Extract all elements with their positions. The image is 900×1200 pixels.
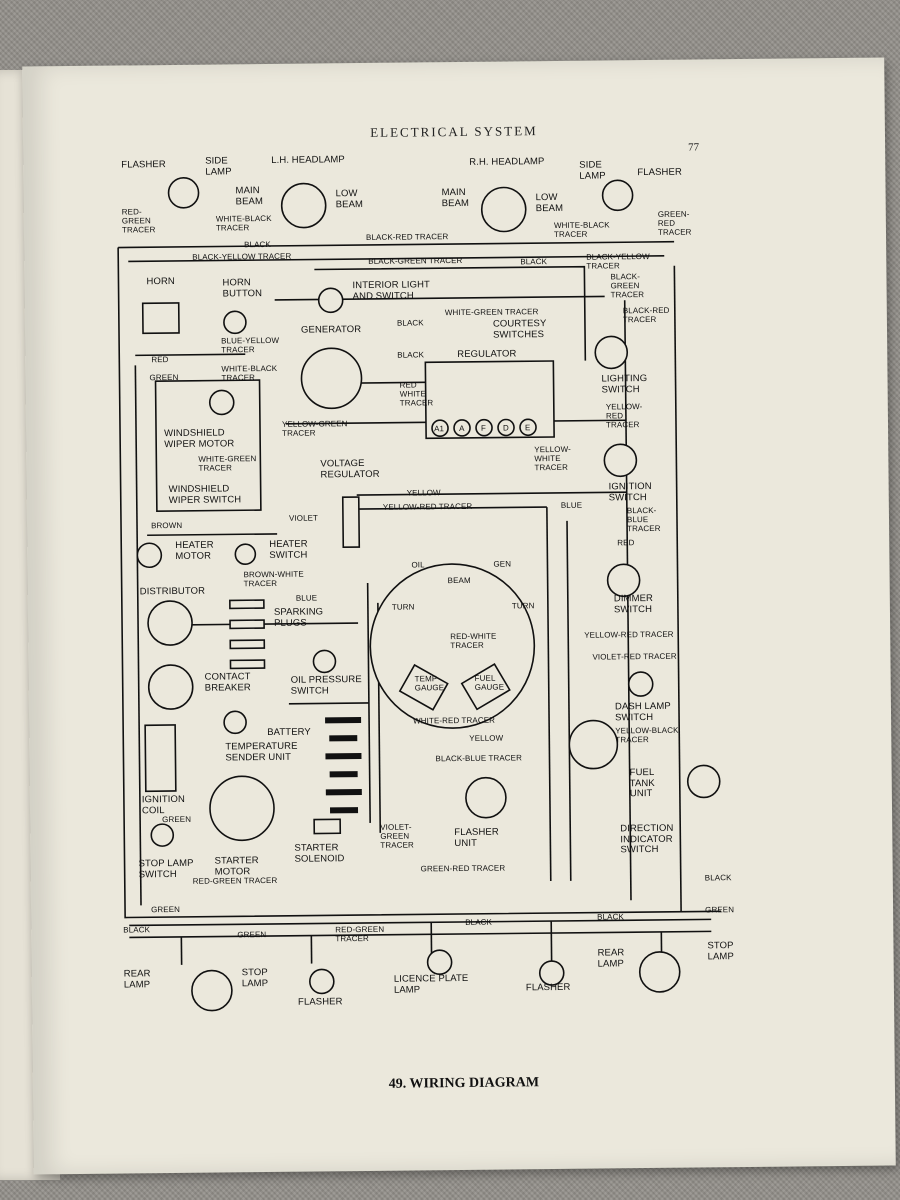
interior-light xyxy=(317,287,344,314)
manual-page: ELECTRICAL SYSTEM 77 xyxy=(22,57,896,1175)
starter-motor xyxy=(209,775,275,842)
harness-battery-link xyxy=(288,702,369,705)
harness-bottom-run-2 xyxy=(129,930,712,939)
starter-solenoid xyxy=(313,818,342,835)
components xyxy=(136,177,721,1012)
heater-switch xyxy=(234,543,257,566)
flasher-front-right xyxy=(601,179,634,212)
flasher-rear-right xyxy=(538,960,565,986)
sparking-plugs xyxy=(229,599,266,670)
ignition-switch xyxy=(603,443,638,478)
harness-left-trunk xyxy=(117,247,722,919)
gauge-fuel xyxy=(460,663,511,711)
battery xyxy=(325,717,362,814)
stop-lamp-switch xyxy=(150,823,175,847)
harness-vertical-mid xyxy=(546,507,552,882)
rear-lamp-left xyxy=(191,969,233,1012)
harness-third-run xyxy=(314,265,587,361)
harness-ignition-run xyxy=(356,491,627,496)
wiper-motor-symbol xyxy=(208,389,235,416)
harness-inner-right xyxy=(623,300,632,901)
rh-headlamp xyxy=(480,186,527,233)
harness-lower-run xyxy=(356,506,547,510)
voltage-regulator xyxy=(341,496,361,549)
harness-horn-link xyxy=(135,353,246,357)
harness-second-run xyxy=(128,255,665,263)
lighting-switch xyxy=(594,335,629,370)
dimmer-switch xyxy=(606,563,641,598)
temperature-sender xyxy=(223,710,247,735)
windshield-wiper-motor xyxy=(154,379,262,512)
harness-top-run xyxy=(118,240,675,249)
direction-indicator-switch xyxy=(568,719,619,770)
flasher-unit xyxy=(465,776,507,819)
wiring-diagram xyxy=(117,177,722,1012)
oil-pressure-switch xyxy=(312,649,337,674)
distributor xyxy=(147,600,193,646)
contact-breaker xyxy=(147,664,194,710)
horn xyxy=(141,302,180,335)
generator xyxy=(300,347,363,410)
fuel-tank-unit xyxy=(686,764,721,799)
horn-button xyxy=(223,310,247,335)
harness-wiper-link xyxy=(147,533,278,537)
harness-right-trunk xyxy=(673,265,682,912)
rear-lamp-right xyxy=(638,951,681,993)
harness-bottom-run xyxy=(129,918,712,927)
flasher-rear-left xyxy=(309,968,335,995)
instrument-cluster xyxy=(369,563,536,729)
heater-motor xyxy=(136,542,163,569)
lh-headlamp xyxy=(280,182,327,229)
harness-inner-left xyxy=(134,365,142,906)
licence-plate-lamp xyxy=(426,949,453,976)
regulator-terminals xyxy=(431,418,537,437)
flasher-front-left xyxy=(167,177,200,209)
dash-lamp-switch xyxy=(627,671,654,697)
ignition-coil xyxy=(144,724,177,793)
gauge-temp xyxy=(398,663,449,711)
regulator xyxy=(424,360,555,440)
harness-vertical-mid-2 xyxy=(566,520,572,881)
